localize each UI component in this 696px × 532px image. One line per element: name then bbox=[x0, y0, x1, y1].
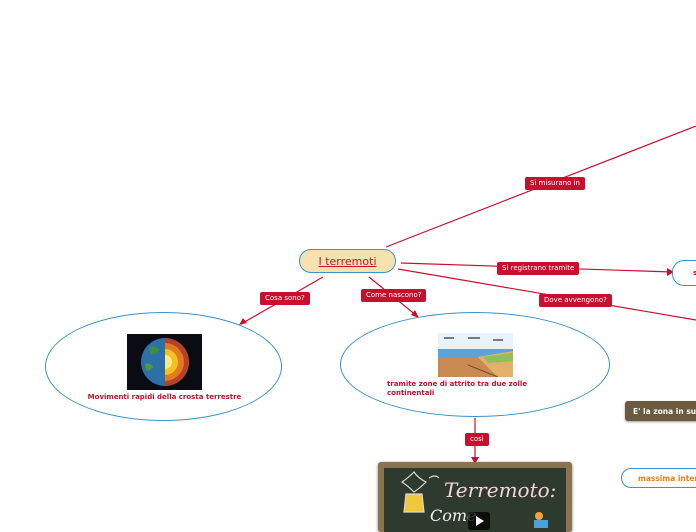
tectonic-plates-image bbox=[438, 333, 513, 377]
edge-label-registrano[interactable]: Si registrano tramite bbox=[497, 262, 580, 275]
node-cosa-sono[interactable]: Movimenti rapidi della crosta terrestre bbox=[45, 312, 282, 421]
arrowhead-cosa bbox=[239, 318, 247, 325]
edge-label-come[interactable]: Come nascono? bbox=[361, 289, 427, 302]
edge-label-cosi[interactable]: così bbox=[465, 433, 489, 446]
node-video[interactable]: Terremoto: Come bbox=[378, 462, 572, 532]
edge-label-cosa[interactable]: Cosa sono? bbox=[260, 292, 310, 305]
edge-label-misurano[interactable]: Si misurano in bbox=[525, 177, 585, 190]
root-node[interactable]: I terremoti bbox=[299, 249, 396, 273]
root-node-label: I terremoti bbox=[318, 255, 377, 268]
node-massima-label: massima intens bbox=[638, 474, 696, 483]
node-registrano[interactable]: s bbox=[672, 260, 696, 286]
node-zona[interactable]: E' la zona in sup bbox=[625, 401, 696, 421]
node-come-nascono-caption: tramite zone di attrito tra due zolle co… bbox=[387, 380, 528, 397]
video-title: Terremoto: bbox=[444, 478, 557, 502]
node-come-nascono[interactable]: tramite zone di attrito tra due zolle co… bbox=[340, 312, 610, 417]
play-icon[interactable] bbox=[468, 512, 490, 530]
node-massima[interactable]: massima intens bbox=[621, 468, 696, 488]
edge-label-avvengono[interactable]: Dove avvengono? bbox=[539, 294, 612, 307]
video-thumbnail: Terremoto: Come bbox=[384, 468, 566, 532]
node-zona-label: E' la zona in sup bbox=[633, 407, 696, 416]
node-registrano-label: s bbox=[693, 269, 696, 277]
earth-layers-image bbox=[127, 334, 202, 390]
arrowhead-cosi bbox=[471, 457, 479, 464]
arrowhead-registrano bbox=[667, 268, 674, 276]
node-cosa-sono-caption: Movimenti rapidi della crosta terrestre bbox=[87, 393, 242, 401]
